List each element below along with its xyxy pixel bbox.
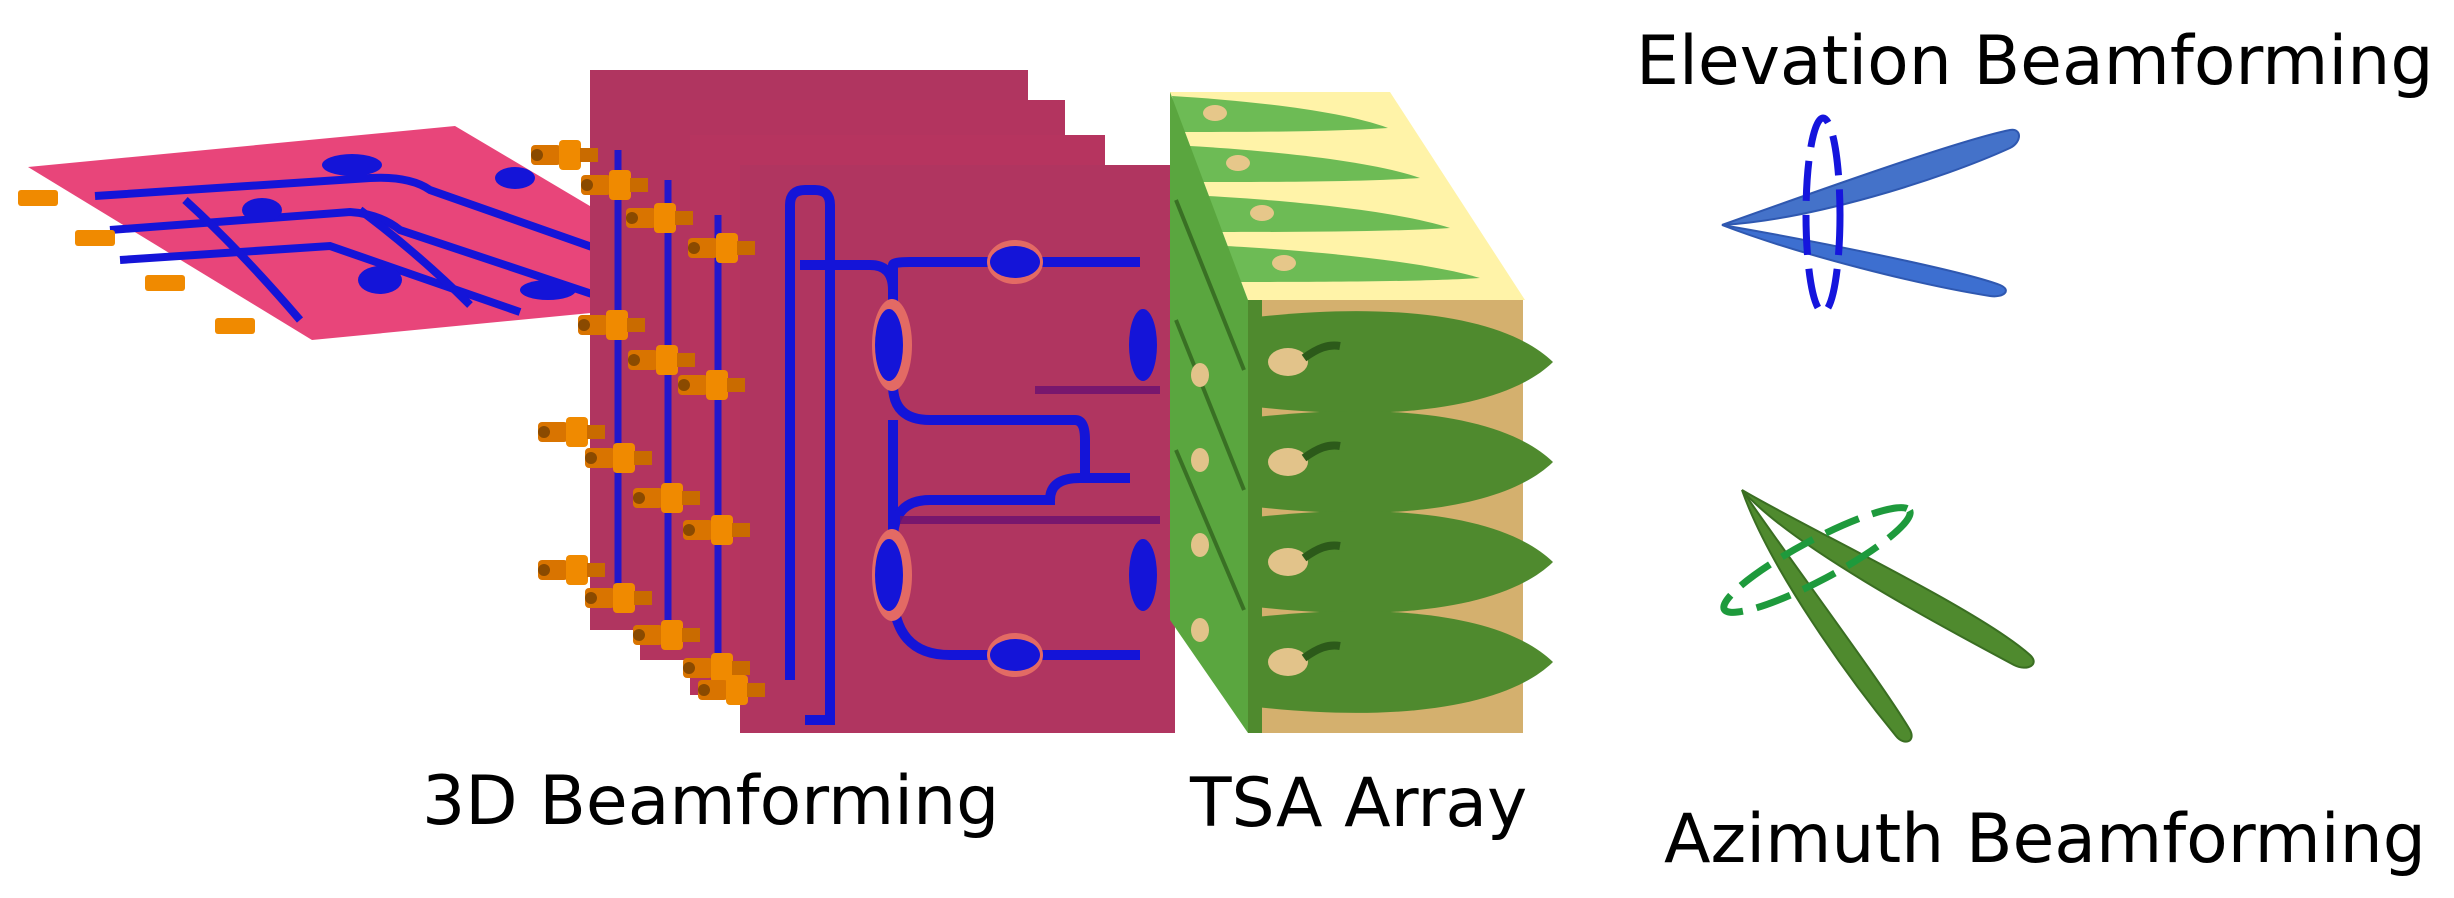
label-azimuth-beamforming: Azimuth Beamforming [1664, 800, 2426, 879]
stacked-beamforming-boards [531, 70, 1175, 733]
elevation-beam-pattern [1721, 114, 2020, 316]
label-elevation-beamforming: Elevation Beamforming [1636, 22, 2434, 101]
label-tsa-array: TSA Array [1190, 764, 1528, 843]
tsa-array-block [1170, 92, 1553, 733]
label-3d-beamforming: 3D Beamforming [422, 762, 1000, 841]
azimuth-beam-pattern [1720, 489, 2035, 743]
